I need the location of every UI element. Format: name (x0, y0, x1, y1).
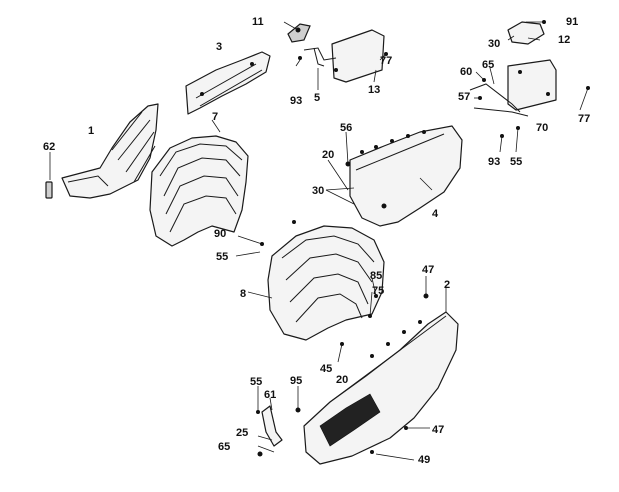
label-95: 95 (290, 375, 302, 387)
label-47-top: 47 (422, 264, 434, 276)
label-30-mid: 30 (312, 185, 324, 197)
fasteners (256, 20, 590, 457)
part-7-rear-fender (149, 135, 249, 247)
label-57: 57 (458, 91, 470, 103)
label-62: 62 (43, 141, 55, 153)
part-61-bracket (261, 405, 283, 447)
label-55-lower: 55 (250, 376, 262, 388)
label-60: 60 (460, 66, 472, 78)
label-30-top: 30 (488, 38, 500, 50)
part-11-bracket (287, 23, 311, 43)
label-55-mid: 55 (216, 251, 228, 263)
label-3: 3 (216, 41, 222, 53)
label-12: 12 (558, 34, 570, 46)
part-13-bracket-assembly (303, 29, 385, 83)
label-4: 4 (432, 208, 439, 220)
label-91: 91 (566, 16, 578, 28)
label-56: 56 (340, 122, 352, 134)
part-1-left-panel (61, 103, 159, 199)
label-13: 13 (368, 84, 380, 96)
label-2: 2 (444, 279, 450, 291)
label-7: 7 (212, 111, 218, 123)
part-4-side-panel (349, 125, 463, 227)
label-65-lower: 65 (218, 441, 230, 453)
part-2-step-panel (303, 311, 459, 465)
leader-lines (49, 21, 589, 461)
label-85: 85 (370, 270, 382, 282)
label-11: 11 (252, 16, 264, 28)
label-65-top: 65 (482, 59, 494, 71)
part-3-upper-panel (185, 51, 271, 115)
label-77-right: 77 (578, 113, 590, 125)
label-90: 90 (214, 228, 226, 240)
label-20-lower: 20 (336, 374, 348, 386)
label-45: 45 (320, 363, 332, 375)
label-49: 49 (418, 454, 430, 466)
part-70-bracket (469, 59, 557, 117)
label-20-mid: 20 (322, 149, 334, 161)
label-93-top: 93 (290, 95, 302, 107)
label-61: 61 (264, 389, 276, 401)
label-8: 8 (240, 288, 246, 300)
label-1: 1 (88, 125, 94, 137)
label-77-top: 77 (380, 55, 392, 67)
label-70: 70 (536, 122, 548, 134)
label-47-lower: 47 (432, 424, 444, 436)
part-62-clip (45, 181, 53, 199)
part-8-front-fender (267, 225, 385, 341)
part-labels: 11 3 77 93 5 13 91 30 12 60 65 57 70 77 … (43, 16, 590, 466)
label-55-right: 55 (510, 156, 522, 168)
label-25: 25 (236, 427, 248, 439)
part-12-plate (507, 21, 545, 45)
label-5: 5 (314, 92, 320, 104)
label-75: 75 (372, 285, 384, 297)
label-93-right: 93 (488, 156, 500, 168)
